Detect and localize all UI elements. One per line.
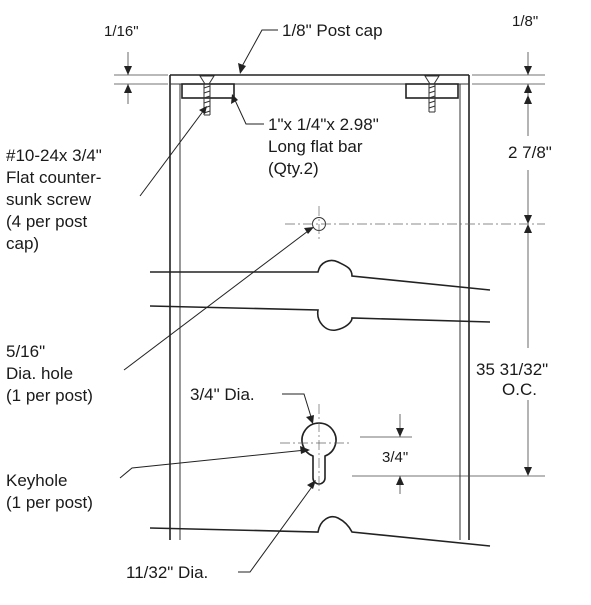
keyhole-label-line1: Keyhole — [6, 471, 67, 490]
leader-keyhole-top-dia — [282, 393, 314, 424]
flat-bar-label-line2: Long flat bar — [268, 137, 363, 156]
flat-bar-right — [405, 75, 459, 99]
screw-label-line2: Flat counter- — [6, 168, 101, 187]
flat-bar-label-line1: 1"x 1/4"x 2.98" — [268, 115, 379, 134]
leader-keyhole — [119, 446, 310, 479]
leader-post-cap — [238, 29, 278, 74]
leader-small-hole — [123, 227, 314, 371]
keyhole-height-dim-label: 3/4" — [382, 449, 408, 466]
dim-cap-to-hole — [524, 95, 532, 224]
oc-dim-label-line1: 35 31/32" — [476, 360, 548, 379]
keyhole-slot-dia-label: 11/32" Dia. — [126, 563, 208, 582]
keyhole — [280, 404, 352, 494]
small-hole-label-line2: Dia. hole — [6, 364, 73, 383]
leader-keyhole-slot — [238, 480, 316, 573]
screw-label-line3: sunk screw — [6, 190, 92, 209]
cap-to-hole-dim-label: 2 7/8" — [508, 143, 552, 162]
top-right-dim-label: 1/8" — [512, 13, 538, 30]
small-hole-label-line3: (1 per post) — [6, 386, 93, 405]
leader-flat-bar — [231, 94, 264, 125]
post-cap-label: 1/8" Post cap — [282, 21, 383, 40]
oc-dim-label-line2: O.C. — [502, 380, 537, 399]
break-lines — [149, 259, 491, 547]
cap-thickness-label: 1/16" — [104, 23, 139, 40]
screw-label-line5: cap) — [6, 234, 39, 253]
small-hole — [285, 206, 545, 242]
screw-right — [428, 84, 436, 113]
leader-screw — [139, 106, 207, 197]
keyhole-label-line2: (1 per post) — [6, 493, 93, 512]
dim-top-right — [472, 52, 545, 98]
flat-bar-left — [181, 75, 235, 99]
small-hole-label-line1: 5/16" — [6, 342, 45, 361]
dim-cap-thickness — [114, 52, 168, 104]
screw-label-line4: (4 per post — [6, 212, 88, 231]
flat-bar-label-line3: (Qty.2) — [268, 159, 319, 178]
keyhole-top-dia-label: 3/4" Dia. — [190, 385, 255, 404]
screw-label-line1: #10-24x 3/4" — [6, 146, 102, 165]
dim-keyhole-height — [360, 414, 412, 494]
dim-oc — [352, 224, 545, 477]
